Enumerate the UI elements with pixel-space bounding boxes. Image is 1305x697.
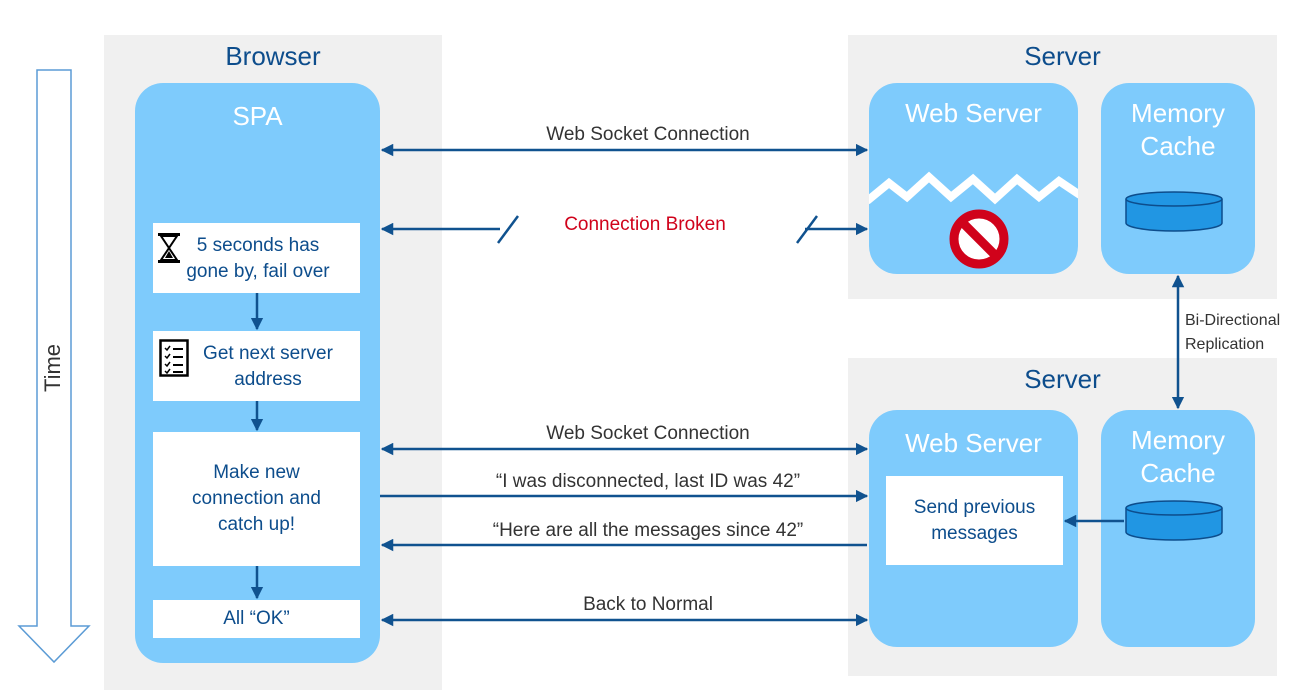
broken-tick-right — [795, 215, 819, 244]
web-server-top: Web Server — [869, 83, 1078, 274]
step-next-server: Get next server address — [153, 331, 360, 401]
database-icon — [1124, 500, 1224, 547]
database-icon — [1124, 191, 1224, 238]
step-next-server-text: Get next server address — [203, 343, 333, 390]
browser-title: Browser — [225, 41, 321, 71]
memory-cache-bottom-title: Memory Cache — [1131, 425, 1225, 488]
broken-tick-left — [496, 215, 520, 244]
broken-server-zigzag — [869, 171, 1078, 205]
step-failover-text: 5 seconds has gone by, fail over — [186, 235, 330, 282]
connection-broken-label: Connection Broken — [564, 214, 726, 235]
back-to-normal-label: Back to Normal — [583, 594, 713, 615]
server-top-title: Server — [1024, 41, 1101, 71]
step-ok-text: All “OK” — [223, 608, 290, 629]
memory-cache-bottom: Memory Cache — [1101, 410, 1255, 647]
replication-label: Bi-Directional Replication — [1185, 312, 1281, 353]
no-entry-icon — [949, 209, 1009, 274]
memory-cache-top-title: Memory Cache — [1131, 98, 1225, 161]
spa-title: SPA — [232, 101, 283, 131]
server-bottom-title: Server — [1024, 364, 1101, 394]
hourglass-icon — [157, 232, 181, 272]
here-are-label: “Here are all the messages since 42” — [492, 520, 804, 541]
checklist-icon — [159, 339, 189, 385]
step-ok: All “OK” — [153, 600, 360, 638]
web-server-bottom-title: Web Server — [905, 428, 1042, 458]
step-reconnect: Make new connection and catch up! — [153, 432, 360, 566]
web-server-top-title: Web Server — [905, 98, 1042, 128]
send-previous-box: Send previous messages — [886, 476, 1063, 565]
step-reconnect-text: Make new connection and catch up! — [192, 462, 321, 535]
step-failover: 5 seconds has gone by, fail over — [153, 223, 360, 293]
ws-connection-label-1: Web Socket Connection — [546, 124, 750, 145]
memory-cache-top: Memory Cache — [1101, 83, 1255, 274]
ws-connection-label-2: Web Socket Connection — [546, 423, 750, 444]
send-previous-text: Send previous messages — [913, 497, 1036, 544]
disconnected-label: “I was disconnected, last ID was 42” — [495, 471, 801, 492]
